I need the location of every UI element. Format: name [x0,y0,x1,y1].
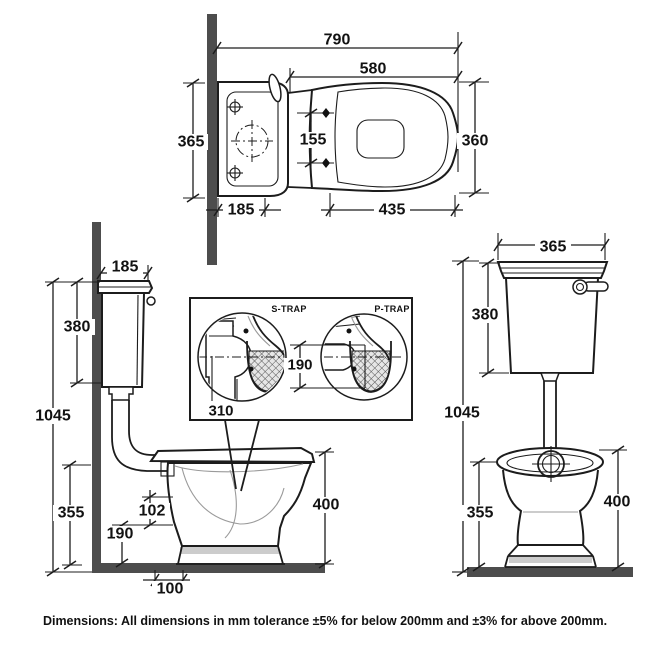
svg-text:155: 155 [300,132,327,149]
seat-plan-outline [308,81,460,193]
s-trap-label: S-TRAP [271,304,306,314]
front-view: 365 380 1045 355 400 [440,233,635,577]
seat-side [149,446,316,464]
p-trap-section [322,315,404,393]
cistern-outlet-side [108,386,134,401]
svg-text:1045: 1045 [35,408,71,425]
cistern-outlet-front [539,372,561,382]
svg-text:355: 355 [467,505,494,522]
dim-plan-bowl-width: 360 [457,133,493,150]
floor-section-front [467,567,633,577]
dim-side-outlet-setback: 100 [152,581,188,598]
inlet-crosshair-front [532,446,570,482]
tolerance-note: Dimensions: All dimensions in mm toleran… [42,614,608,628]
cistern-body-side [101,292,146,388]
svg-text:380: 380 [472,307,499,324]
dim-front-cistern-height: 380 [467,307,503,324]
svg-text:185: 185 [112,259,139,276]
svg-text:102: 102 [139,503,166,520]
svg-text:435: 435 [379,202,406,219]
dim-plan-cistern-width: 365 [174,134,208,151]
svg-text:365: 365 [178,134,205,151]
dim-side-overall-height: 1045 [31,408,75,425]
cistern-body-front [504,277,600,374]
svg-text:100: 100 [157,581,184,598]
pan-body-front [502,469,599,546]
seat-hinge-bracket [160,461,175,477]
svg-text:380: 380 [64,319,91,336]
dim-front-cistern-width: 365 [535,239,571,256]
wall-section-plan [207,14,217,265]
trap-detail: S-TRAP P-TRAP 310 190 [189,297,413,492]
svg-text:360: 360 [462,133,489,150]
wall-section-side [92,222,101,573]
svg-text:185: 185 [228,202,255,219]
cistern-lid-front [496,261,609,279]
dim-side-rim-height: 355 [53,505,89,522]
dim-side-inlet-drop: 102 [134,503,170,520]
plan-view: 790 580 365 360 155 185 435 [174,14,493,265]
side-view: 185 380 1045 355 102 190 100 400 [31,222,344,598]
callout-line [240,419,260,492]
flush-lever-side [146,296,156,306]
dim-front-rim-height: 355 [462,505,498,522]
svg-text:400: 400 [313,497,340,514]
dim-plan-seat-depth: 580 [355,61,391,78]
flush-pipe-side [111,400,174,472]
dim-side-pan-height: 400 [308,497,344,514]
fixing-screw-icon [227,99,243,181]
flush-pipe-front [543,381,557,450]
dim-trap-outlet-height: 190 [284,357,316,374]
svg-text:355: 355 [58,505,85,522]
svg-text:400: 400 [604,494,631,511]
svg-text:365: 365 [540,239,567,256]
svg-text:190: 190 [107,526,134,543]
seat-plan-inner-ring [334,87,449,188]
dim-plan-cistern-depth: 185 [223,202,259,219]
svg-text:580: 580 [360,61,387,78]
bowl-opening-plan [356,119,405,159]
p-trap-label: P-TRAP [374,304,409,314]
floor-section-side [92,563,325,573]
dim-plan-overall-depth: 790 [319,32,355,49]
dim-front-pan-height: 400 [599,494,635,511]
svg-text:790: 790 [324,32,351,49]
flush-lever-front [572,279,609,295]
flush-lever-plan [268,73,282,103]
svg-text:310: 310 [208,403,233,420]
dim-side-cistern-depth: 185 [107,259,143,276]
inlet-centre-mark [231,120,273,162]
dim-side-cistern-height: 380 [59,319,95,336]
cistern-plan-inner [226,91,279,187]
callout-line [224,419,237,490]
pan-body-side [166,462,313,547]
dim-front-overall-height: 1045 [440,405,484,422]
dim-plan-pan-projection: 435 [374,202,410,219]
svg-text:190: 190 [287,357,312,374]
dim-trap-projection: 310 [204,403,238,420]
dim-side-inlet-height: 190 [102,526,138,543]
dim-plan-hinge-centres: 155 [295,132,331,149]
svg-text:1045: 1045 [444,405,480,422]
